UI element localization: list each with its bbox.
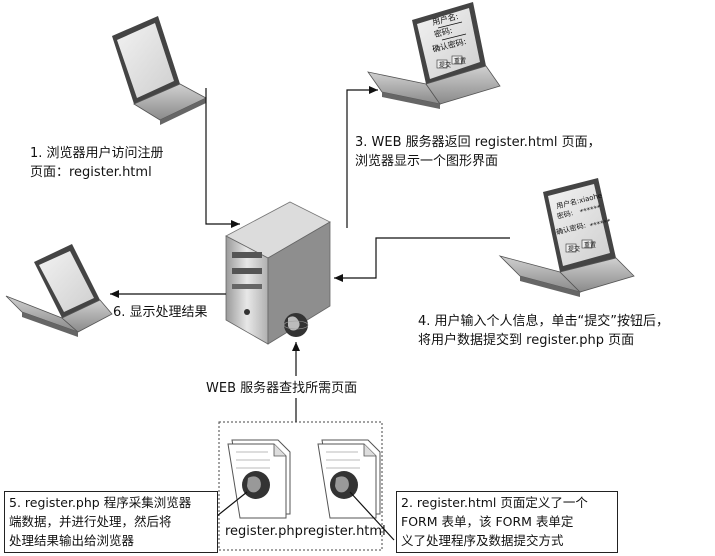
- filled-submit-button: 提交: [568, 246, 581, 253]
- document-icon: [227, 439, 291, 519]
- step2-line1: 2. register.html 页面定义了一个: [401, 495, 588, 510]
- step2-line3: 义了处理程序及数据提交方式: [401, 533, 564, 548]
- laptop-icon: [498, 178, 635, 297]
- pointer-step2: [349, 491, 395, 541]
- step5-line1: 5. register.php 程序采集浏览器: [9, 495, 192, 510]
- form-submit-button: 提交: [439, 62, 452, 69]
- step1-line2: 页面：register.html: [30, 165, 152, 180]
- step4-label: 4. 用户输入个人信息，单击“提交”按钮后， 将用户数据提交到 register…: [418, 312, 669, 350]
- arrow-step4: [334, 237, 510, 282]
- arrow-step3: [346, 86, 378, 228]
- step3-line2: 浏览器显示一个图形界面: [355, 154, 499, 169]
- arrow-step1: [205, 88, 240, 228]
- step2-callout: 2. register.html 页面定义了一个 FORM 表单，该 FORM …: [396, 491, 618, 553]
- step1-label: 1. 浏览器用户访问注册 页面：register.html: [30, 144, 164, 182]
- register-html-filename: register.html: [303, 524, 386, 539]
- step4-line1: 4. 用户输入个人信息，单击“提交”按钮后，: [418, 314, 670, 329]
- step6-line1: 6. 显示处理结果: [113, 305, 208, 320]
- register-php-filename: register.php: [225, 524, 303, 539]
- document-icon: [317, 439, 381, 519]
- step5-line2: 端数据，并进行处理，然后将: [9, 514, 172, 529]
- step3-line1: 3. WEB 服务器返回 register.html 页面，: [355, 135, 601, 150]
- step1-line1: 1. 浏览器用户访问注册: [30, 146, 164, 161]
- step4-line2: 将用户数据提交到 register.php 页面: [418, 333, 635, 348]
- step2-line2: FORM 表单，该 FORM 表单定: [401, 514, 574, 529]
- server-icon: [225, 201, 331, 345]
- server-lookup-label: WEB 服务器查找所需页面: [206, 381, 358, 396]
- file-container: [218, 421, 383, 551]
- globe-icon: [283, 313, 309, 337]
- form-reset-button: 重置: [454, 58, 467, 65]
- laptop-icon: [112, 16, 207, 125]
- step6-label: 6. 显示处理结果: [113, 303, 208, 322]
- laptop-icon: [5, 244, 113, 337]
- step5-callout: 5. register.php 程序采集浏览器 端数据，并进行处理，然后将 处理…: [4, 491, 218, 553]
- laptop-icon: [367, 2, 501, 109]
- step3-label: 3. WEB 服务器返回 register.html 页面， 浏览器显示一个图形…: [355, 133, 601, 171]
- filled-reset-button: 重置: [584, 242, 597, 249]
- step5-line3: 处理结果输出给浏览器: [9, 533, 135, 548]
